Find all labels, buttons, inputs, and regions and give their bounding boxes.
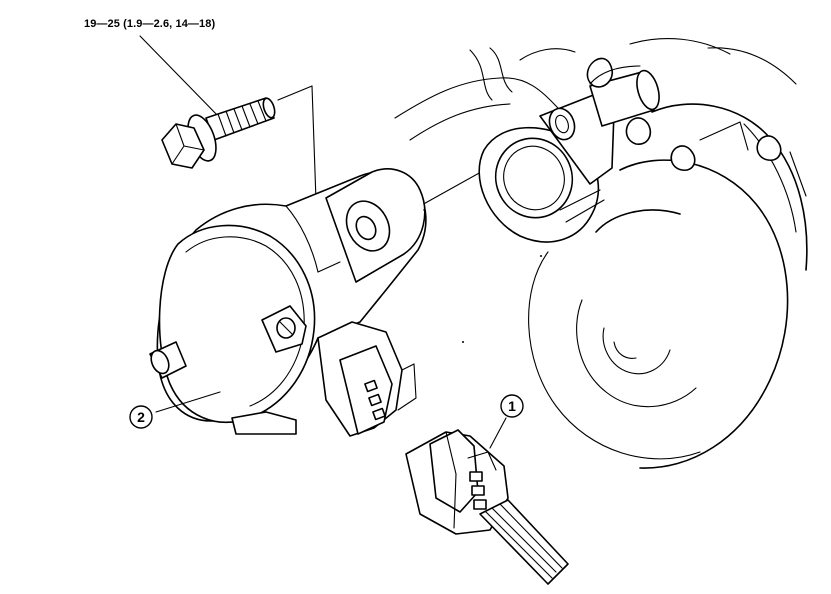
torque-leader-line [139,35,223,121]
callout-part-2: 2 [129,391,221,429]
callout-part-1: 1 [489,394,524,449]
engine-bracket [478,57,660,243]
wiring-connector [405,429,569,585]
callout-label-1: 1 [508,398,516,414]
mounting-bolt [161,97,276,169]
print-specks [423,209,542,343]
callout-label-2: 2 [137,409,145,425]
engine-pulley [528,37,808,469]
background-hoses [394,47,576,141]
throttle-position-sensor [149,168,427,437]
torque-spec-label: 19—25 (1.9—2.6, 14—18) [84,18,216,30]
